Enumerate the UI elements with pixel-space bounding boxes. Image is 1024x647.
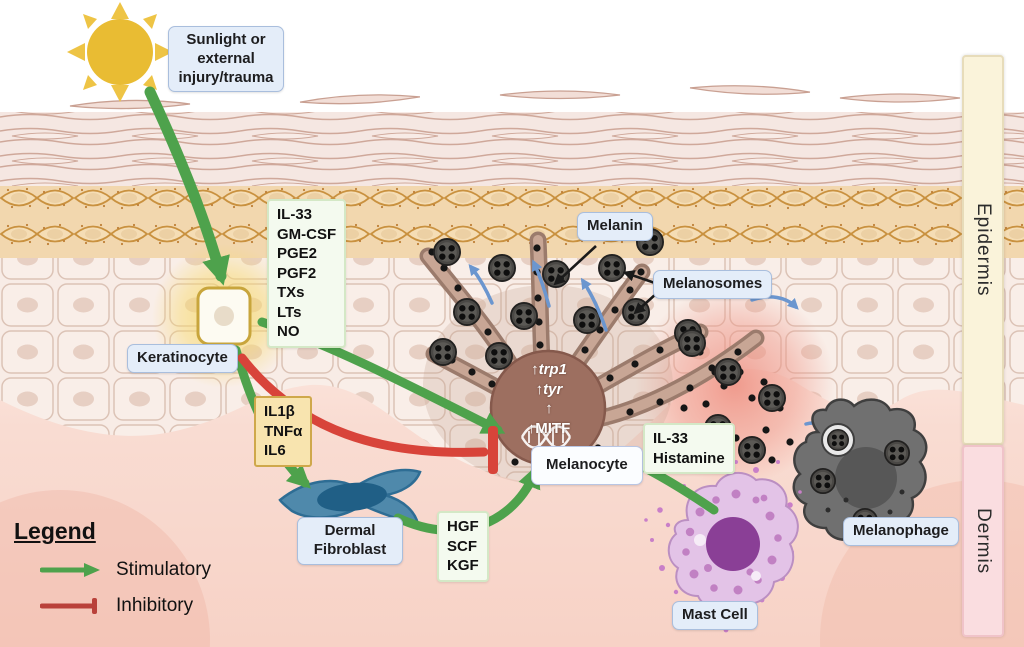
- dermal-fibroblast-cell: [278, 468, 422, 526]
- legend-inhibitory-label: Inhibitory: [116, 595, 194, 616]
- melanophage-label: Melanophage: [843, 517, 959, 546]
- melanosomes-label: Melanosomes: [653, 270, 773, 299]
- dna-helix-icon: [520, 425, 572, 449]
- dermal-fibroblast-label: Dermal Fibroblast: [297, 517, 403, 565]
- mitf-marker: ↑MITF: [527, 419, 571, 437]
- melanocyte-upregulated-markers: ↑trp1 ↑tyr ↑ ↑MITF: [496, 360, 602, 438]
- mediator-item: LTs: [277, 303, 302, 321]
- dermis-region-bar: Dermis: [962, 445, 1004, 637]
- mediator-item: GM-CSF: [277, 225, 337, 243]
- stratum-granulosum: [0, 186, 1024, 258]
- inhibitory-tbar-icon: [40, 598, 97, 614]
- mediator-item: IL1β: [264, 403, 295, 420]
- mediator-item: IL-33: [653, 430, 689, 447]
- epidermis-region-label: Epidermis: [973, 203, 994, 297]
- mast-cell: [644, 455, 802, 633]
- up-arrow-icon: ↑: [545, 400, 553, 417]
- legend-stimulatory-row: Stimulatory: [40, 559, 211, 581]
- legend-stimulatory-label: Stimulatory: [116, 559, 212, 580]
- mediator-box-keratinocyte-to-melanocyte: IL-33 GM-CSF PGE2 PGF2 TXs LTs NO: [267, 199, 347, 348]
- stratum-corneum: [0, 112, 1024, 186]
- mediator-item: Histamine: [653, 449, 725, 467]
- melanin-label: Melanin: [577, 212, 653, 241]
- arrow-sun-to-keratinocyte: [144, 86, 230, 286]
- mediator-item: NO: [277, 323, 300, 340]
- legend-inhibitory-row: Inhibitory: [40, 595, 211, 617]
- epidermis-region-bar: Epidermis: [962, 55, 1004, 445]
- trp1-marker: ↑trp1: [531, 361, 567, 378]
- tyr-marker: ↑tyr: [535, 380, 563, 398]
- stimulatory-arrow-icon: [40, 563, 100, 577]
- skin-flakes: [69, 85, 961, 110]
- sun-icon: [67, 2, 173, 102]
- mediator-item: IL-33: [277, 206, 313, 223]
- mediator-item: PGF2: [277, 264, 317, 282]
- legend: Legend Stimulatory Inhibitory: [14, 518, 211, 631]
- mediator-item: HGF: [447, 518, 479, 535]
- inhibitory-arrow: [237, 353, 498, 474]
- mediator-box-mastcell-to-melanocyte: IL-33 Histamine: [643, 423, 735, 474]
- legend-title: Legend: [14, 518, 96, 544]
- mediator-item: PGE2: [277, 245, 318, 262]
- melanophage-cell: [792, 398, 928, 541]
- melanocyte-label: Melanocyte: [531, 446, 643, 485]
- mediator-item: TXs: [277, 284, 305, 301]
- mediator-item: TNFα: [264, 422, 303, 440]
- mediator-item: IL6: [264, 442, 286, 459]
- mediator-item: SCF: [447, 537, 477, 555]
- dermis-region-label: Dermis: [973, 507, 994, 575]
- mediator-box-keratinocyte-to-fibroblast: IL1β TNFα IL6: [254, 396, 313, 467]
- mediator-item: KGF: [447, 557, 479, 574]
- trigger-label: Sunlight or external injury/trauma: [168, 26, 284, 93]
- mast-cell-label: Mast Cell: [672, 601, 758, 630]
- mediator-box-fibroblast-to-melanocyte: HGF SCF KGF: [437, 511, 489, 582]
- keratinocyte-label: Keratinocyte: [127, 344, 238, 373]
